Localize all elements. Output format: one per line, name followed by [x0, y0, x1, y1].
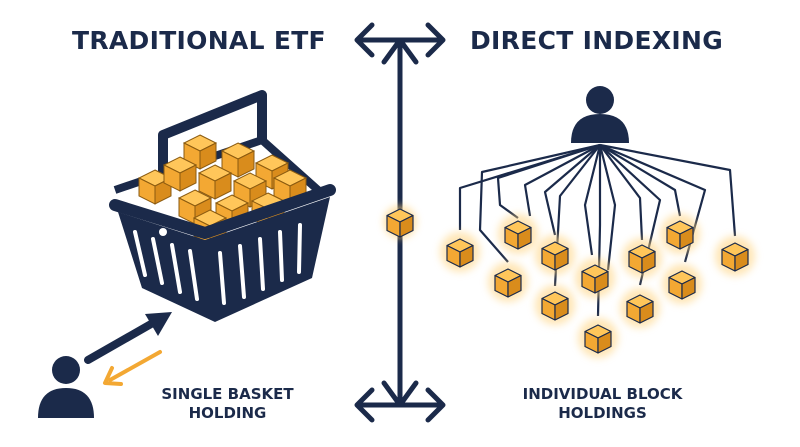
caption-line: HOLDING — [188, 404, 267, 422]
cube-icon — [535, 285, 575, 325]
direct-indexing-title: DIRECT INDEXING — [470, 26, 724, 55]
individual-blocks — [440, 214, 755, 358]
cube-icon — [440, 232, 480, 272]
cube-icon — [535, 235, 575, 275]
shopping-basket-icon — [109, 90, 336, 322]
cube-icon — [575, 258, 615, 298]
investor-person-icon — [38, 356, 94, 418]
single-basket-caption: SINGLE BASKET HOLDING — [115, 385, 340, 423]
caption-line: INDIVIDUAL BLOCK — [522, 385, 683, 403]
individual-blocks-caption: INDIVIDUAL BLOCK HOLDINGS — [490, 385, 715, 423]
cube-icon — [578, 318, 618, 358]
traditional-etf-title: TRADITIONAL ETF — [72, 26, 326, 55]
center-cube-icon — [386, 208, 414, 238]
cube-icon — [660, 214, 700, 254]
cube-icon — [622, 238, 662, 278]
investor-person-icon-right — [571, 86, 629, 143]
caption-line: SINGLE BASKET — [161, 385, 294, 403]
cube-icon — [715, 236, 755, 276]
exchange-arrows — [84, 312, 172, 386]
cube-icon — [662, 264, 702, 304]
cube-icon — [498, 214, 538, 254]
cube-icon — [488, 262, 528, 302]
caption-line: HOLDINGS — [558, 404, 647, 422]
center-divider — [354, 22, 446, 423]
cube-icon — [620, 288, 660, 328]
